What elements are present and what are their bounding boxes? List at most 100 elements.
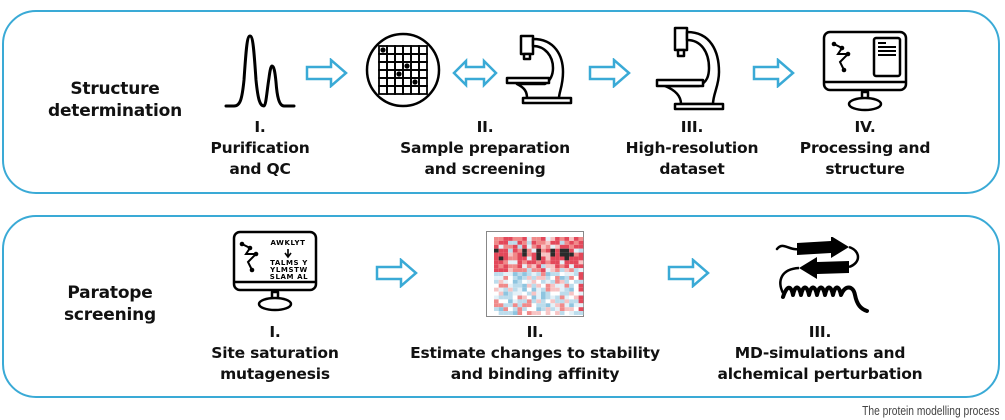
heatmap-cell xyxy=(526,307,532,312)
heatmap-cell xyxy=(503,303,509,308)
heatmap-cell xyxy=(512,237,518,241)
heatmap-cell xyxy=(498,256,504,261)
heatmap-cell xyxy=(494,295,499,300)
heatmap-cell xyxy=(550,272,556,276)
heatmap-cell xyxy=(541,268,546,273)
heatmap-cell xyxy=(564,256,570,261)
structure-determination-panel xyxy=(2,10,1000,194)
heatmap-cell xyxy=(573,307,579,312)
heatmap-cell xyxy=(536,268,541,273)
heatmap-cell xyxy=(498,272,504,276)
heatmap-cell xyxy=(555,237,560,241)
heatmap-cell xyxy=(555,291,560,296)
heatmap-cell xyxy=(550,248,556,253)
heatmap-cell xyxy=(494,264,499,269)
heatmap-cell xyxy=(541,256,546,261)
heatmap-cell xyxy=(522,256,527,261)
heatmap-cell xyxy=(569,256,574,261)
heatmap-cell xyxy=(526,276,532,280)
heatmap-cell xyxy=(522,268,527,273)
heatmap-cell xyxy=(536,264,541,269)
heatmap-cell xyxy=(512,279,518,284)
heatmap-cell xyxy=(536,248,541,253)
heatmap-cell xyxy=(569,311,574,315)
heatmap-cell xyxy=(569,268,574,273)
heatmap-cell xyxy=(498,248,504,253)
heatmap-cell xyxy=(522,248,527,253)
heatmap-cell xyxy=(512,299,518,304)
arrow-down-icon xyxy=(284,249,292,259)
heatmap-cell xyxy=(545,237,551,241)
heatmap-cell xyxy=(564,268,570,273)
heatmap-cell xyxy=(517,307,523,312)
heatmap-cell xyxy=(498,291,504,296)
heatmap-cell xyxy=(559,272,565,276)
step-label: Estimate changes to stability and bindin… xyxy=(410,344,660,383)
heatmap-cell xyxy=(541,307,546,312)
heatmap-cell xyxy=(522,276,527,280)
heatmap-cell xyxy=(569,283,574,288)
heatmap-cell xyxy=(522,299,527,304)
heatmap-cell xyxy=(578,295,584,300)
heatmap-cell xyxy=(526,260,532,265)
heatmap-cell xyxy=(503,276,509,280)
heatmap-cell xyxy=(541,283,546,288)
heatmap-cell xyxy=(545,244,551,249)
heatmap-cell xyxy=(508,295,513,300)
sequence-monitor-icon: AWKLYT TALMS Y YLMSTW SLAM AL xyxy=(232,230,318,312)
paratope-screening-panel xyxy=(2,215,1000,398)
heatmap-cell xyxy=(498,264,504,269)
heatmap-cell xyxy=(573,256,579,261)
heatmap-cell xyxy=(578,287,584,292)
heatmap-cell xyxy=(564,307,570,312)
cryo-em-microscope-icon xyxy=(655,26,725,111)
heatmap-cell xyxy=(503,311,509,315)
heatmap-cell xyxy=(541,240,546,245)
step-numeral: IV. xyxy=(854,118,876,136)
heatmap-cell xyxy=(503,248,509,253)
row-title-paratope-screening: Paratope screening xyxy=(63,283,157,325)
heatmap-cell xyxy=(494,272,499,276)
heatmap-cell xyxy=(531,283,537,288)
heatmap-cell xyxy=(522,260,527,265)
heatmap-cell xyxy=(564,283,570,288)
heatmap-cell xyxy=(559,279,565,284)
heatmap-cell xyxy=(536,256,541,261)
heatmap-cell xyxy=(559,299,565,304)
heatmap-cell xyxy=(555,287,560,292)
heatmap-cell xyxy=(569,240,574,245)
step-label: Purification and QC xyxy=(210,139,310,178)
heatmap-cell xyxy=(550,268,556,273)
heatmap-cell xyxy=(522,237,527,241)
heatmap-cell xyxy=(526,244,532,249)
step-high-resolution-dataset: III. High-resolution dataset xyxy=(612,117,772,180)
heatmap-cell xyxy=(564,276,570,280)
heatmap-cell xyxy=(503,295,509,300)
heatmap-cell xyxy=(573,287,579,292)
heatmap-cell xyxy=(531,295,537,300)
heatmap-cell xyxy=(536,244,541,249)
heatmap-cell xyxy=(512,276,518,280)
heatmap-cell xyxy=(573,268,579,273)
heatmap-cell xyxy=(522,303,527,308)
heatmap-cell xyxy=(555,295,560,300)
heatmap-cell xyxy=(555,260,560,265)
heatmap-cell xyxy=(512,264,518,269)
heatmap-cell xyxy=(555,264,560,269)
heatmap-cell xyxy=(512,240,518,245)
heatmap-cell xyxy=(522,264,527,269)
step-label: Sample preparation and screening xyxy=(400,139,570,178)
heatmap-cell xyxy=(559,240,565,245)
heatmap-cell xyxy=(522,279,527,284)
heatmap-cell xyxy=(503,240,509,245)
step-processing-structure: IV. Processing and structure xyxy=(790,117,940,180)
heatmap-cell xyxy=(494,237,499,241)
heatmap-cell xyxy=(531,264,537,269)
heatmap-cell xyxy=(494,260,499,265)
heatmap-cell xyxy=(498,240,504,245)
heatmap-cell xyxy=(573,299,579,304)
heatmap-cell xyxy=(569,248,574,253)
heatmap-cell xyxy=(517,268,523,273)
heatmap-cell xyxy=(559,237,565,241)
heatmap-cell xyxy=(531,287,537,292)
